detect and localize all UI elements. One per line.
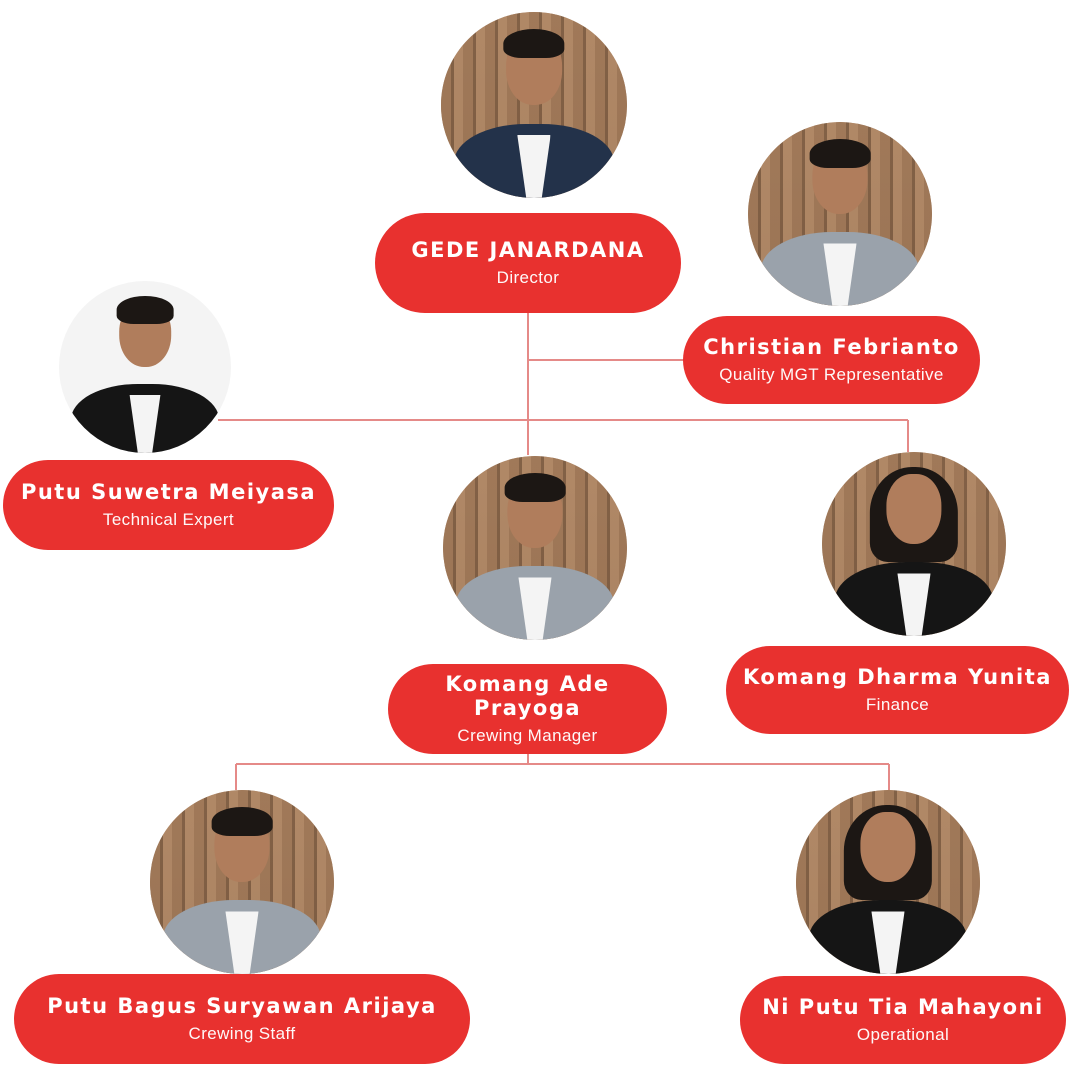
member-role: Operational: [856, 1025, 950, 1045]
member-role: Quality MGT Representative: [719, 365, 944, 385]
member-name: Komang Ade Prayoga: [445, 671, 610, 720]
member-role: Crewing Staff: [188, 1024, 296, 1044]
finance-photo: [822, 452, 1006, 636]
member-name: Christian Febrianto: [703, 334, 960, 359]
crewing-manager-photo: [443, 456, 627, 640]
member-role: Crewing Manager: [457, 726, 598, 746]
operational-photo: [796, 790, 980, 974]
member-role: Director: [496, 268, 560, 288]
member-role: Technical Expert: [102, 510, 235, 530]
crewing-staff-photo: [150, 790, 334, 974]
technical-expert-photo: [59, 281, 231, 453]
finance-card: Komang Dharma Yunita Finance: [726, 646, 1069, 734]
member-name: Komang Dharma Yunita: [743, 664, 1052, 689]
operational-card: Ni Putu Tia Mahayoni Operational: [740, 976, 1066, 1064]
quality-rep-photo: [748, 122, 932, 306]
director-photo: [441, 12, 627, 198]
technical-expert-card: Putu Suwetra Meiyasa Technical Expert: [3, 460, 334, 550]
director-card: GEDE JANARDANA Director: [375, 213, 681, 313]
quality-rep-card: Christian Febrianto Quality MGT Represen…: [683, 316, 980, 404]
crewing-staff-card: Putu Bagus Suryawan Arijaya Crewing Staf…: [14, 974, 470, 1064]
member-role: Finance: [865, 695, 930, 715]
member-name: GEDE JANARDANA: [411, 237, 645, 262]
member-name: Putu Bagus Suryawan Arijaya: [47, 993, 437, 1018]
member-name: Ni Putu Tia Mahayoni: [762, 994, 1044, 1019]
member-name: Putu Suwetra Meiyasa: [20, 479, 317, 504]
crewing-manager-card: Komang Ade Prayoga Crewing Manager: [388, 664, 667, 754]
